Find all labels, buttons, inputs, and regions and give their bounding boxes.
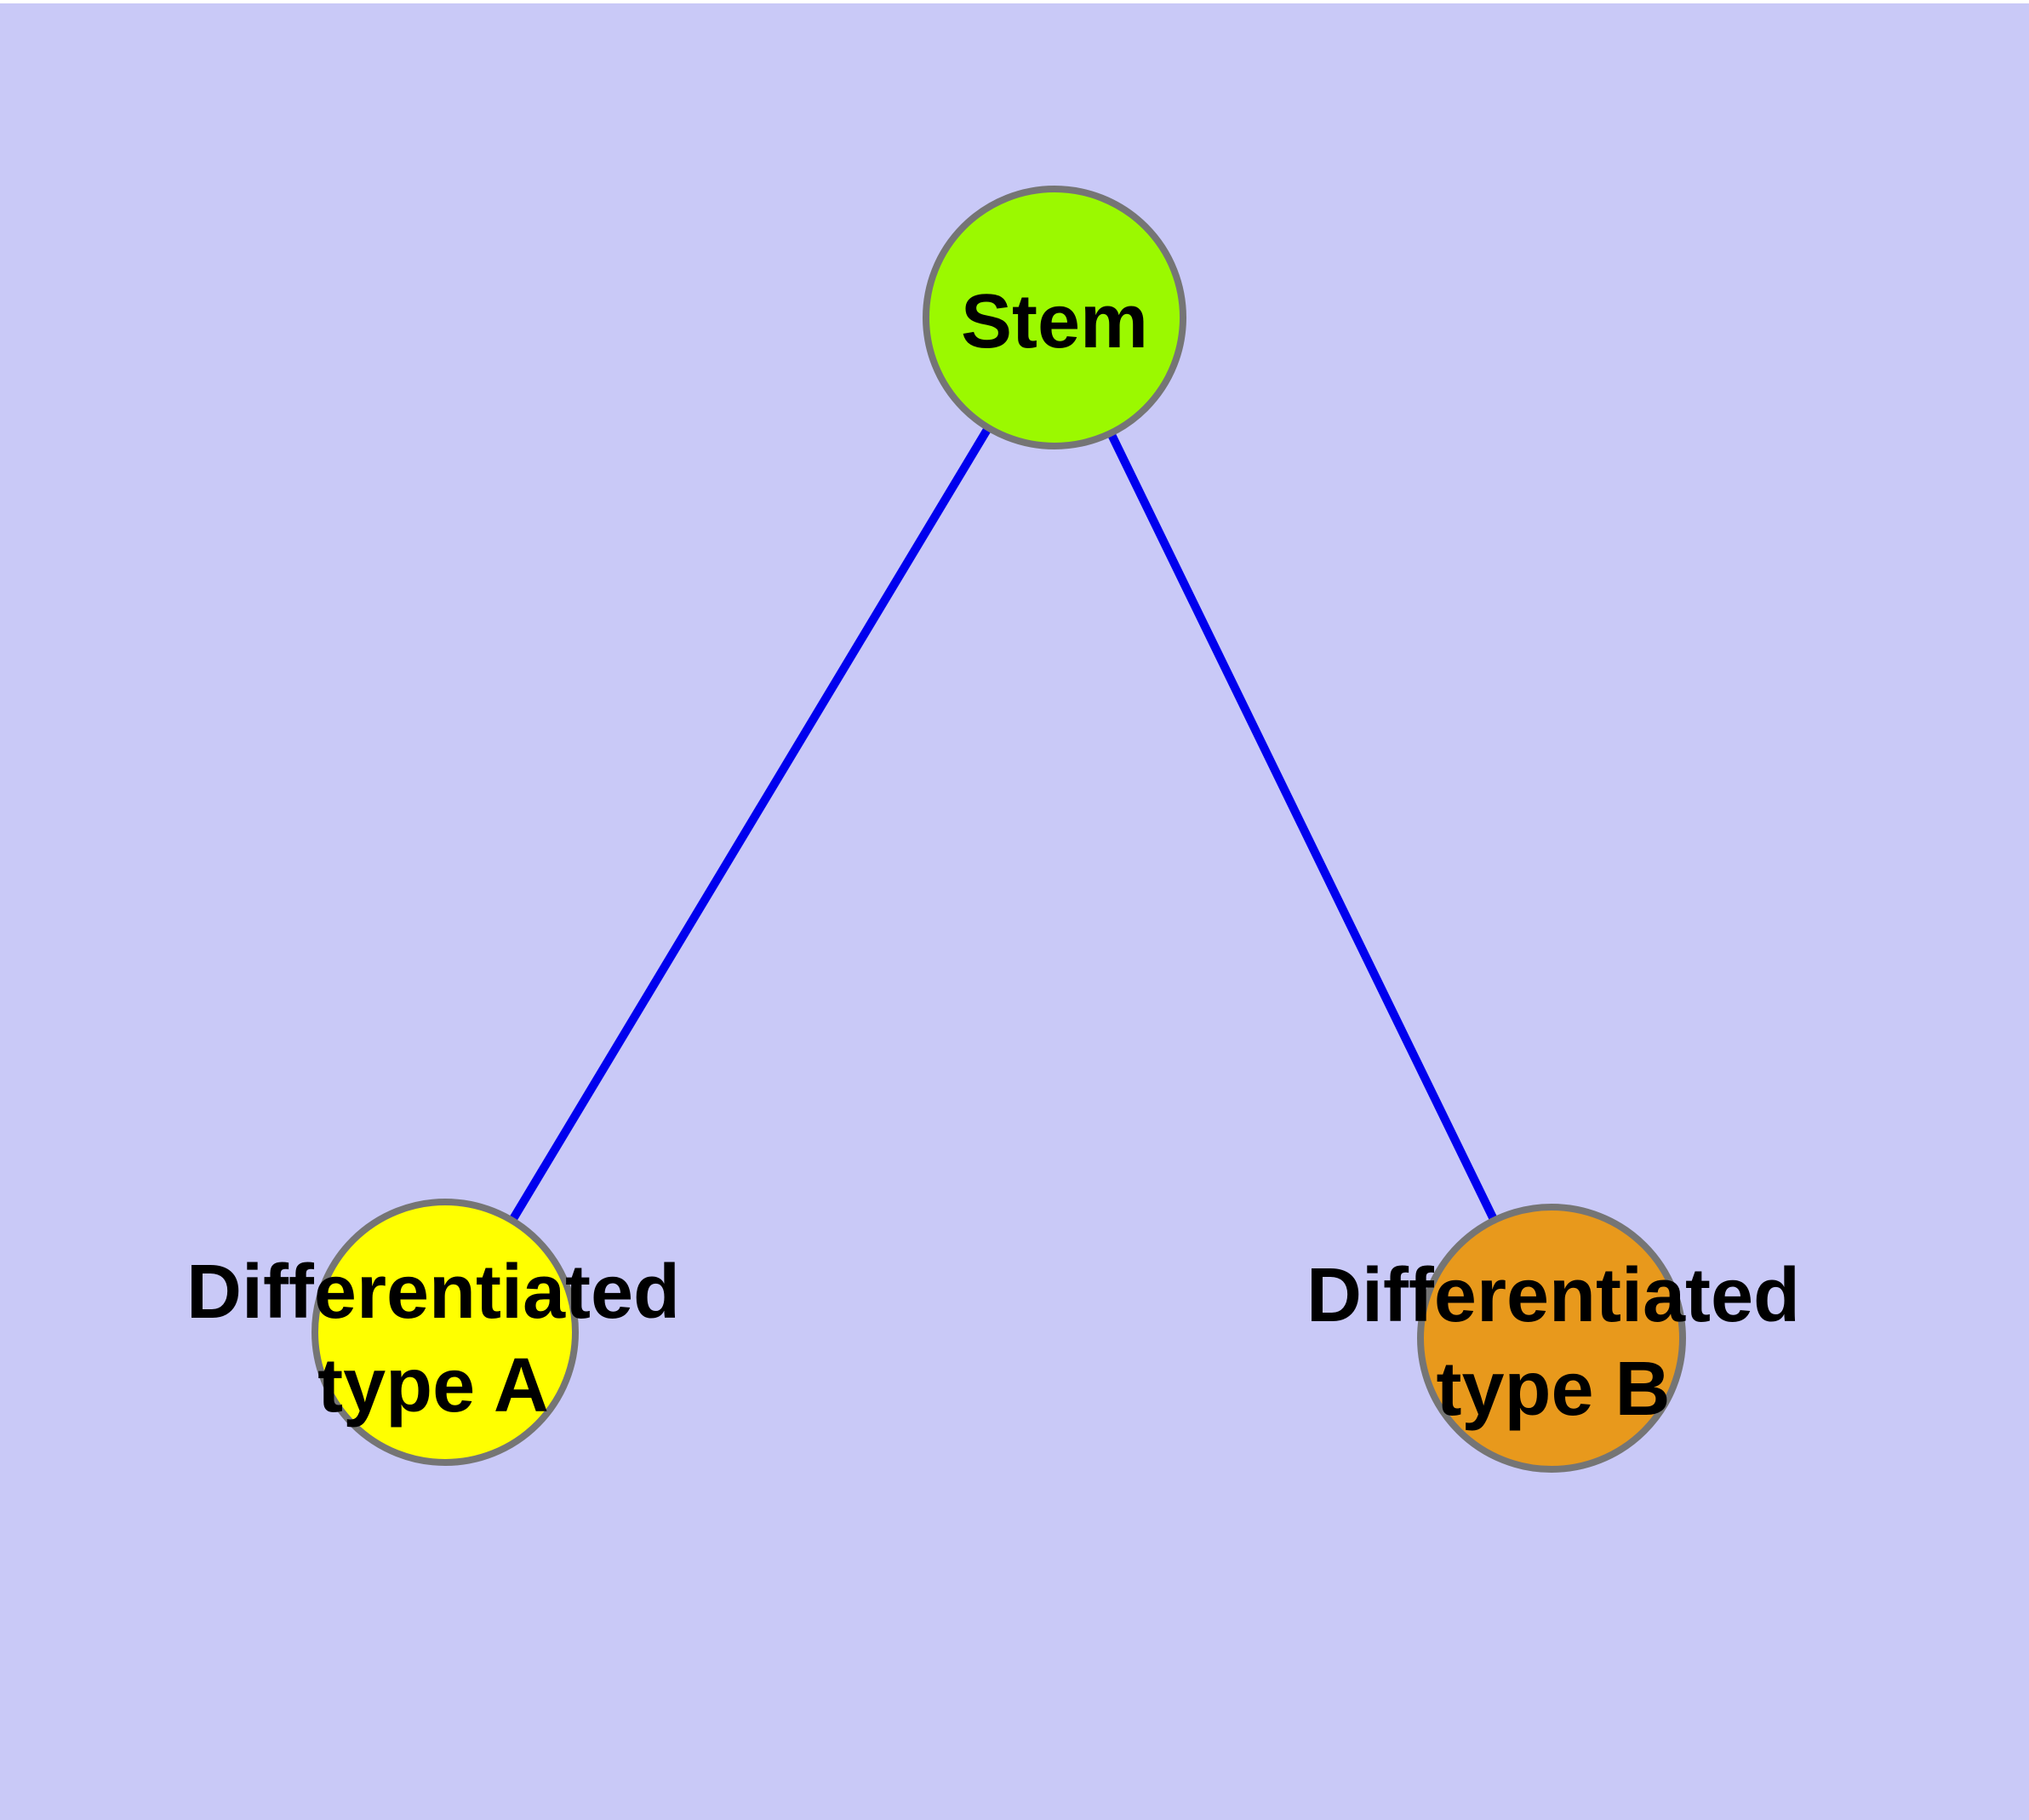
node-type-a-label-line2: type A [317, 1343, 549, 1428]
node-type-b-label-line1: Differentiated [1306, 1253, 1800, 1338]
node-type-a-label-line1: Differentiated [186, 1250, 680, 1335]
node-differentiated-type-b [1417, 1204, 1686, 1473]
node-type-b-label-line2: type B [1436, 1347, 1670, 1432]
node-differentiated-type-a [311, 1199, 579, 1466]
edge-stem-to-type-a [441, 315, 1059, 1335]
edge-stem-to-type-b [1050, 315, 1556, 1341]
node-stem [923, 186, 1186, 449]
node-stem-label: Stem [961, 279, 1148, 364]
